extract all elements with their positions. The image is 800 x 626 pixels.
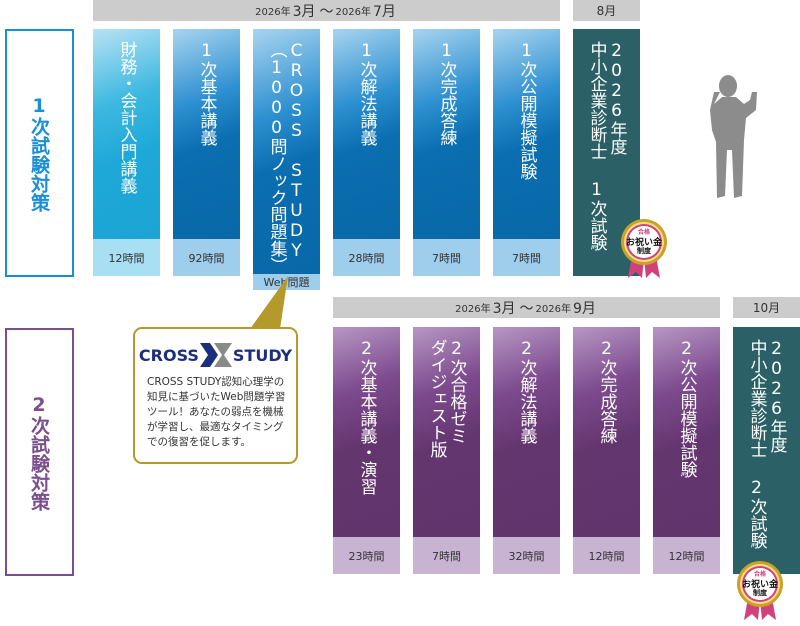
course-hours: 12時間 <box>653 537 720 574</box>
ribbon-badge-icon <box>737 561 783 620</box>
callout-pointer-icon <box>250 276 288 329</box>
course-second-seminar-digest[interactable]: 2次合格ゼミ ダイジェスト版 7時間 <box>413 327 480 574</box>
course-cross-study[interactable]: CROSS STUDY （1000問ノック問題集） Web問題 <box>253 29 320 290</box>
course-hours: 92時間 <box>173 239 240 276</box>
celebration-money-badge: 合格 お祝い金 制度 <box>620 218 668 280</box>
course-hours: 7時間 <box>413 537 480 574</box>
course-hours: 23時間 <box>333 537 400 574</box>
course-hours: 12時間 <box>573 537 640 574</box>
callout-description: CROSS STUDY認知心理学の知見に基づいたWeb問題学習ツール！あなたの弱… <box>147 376 286 448</box>
course-second-mock-exam[interactable]: 2次公開模擬試験 12時間 <box>653 327 720 574</box>
period-bar-second: 2026年 3月 〜 2026年 9月 <box>333 297 720 318</box>
exam-month-first: 8月 <box>573 0 640 21</box>
second-exam-box: 2026年度 中小企業診断士 2次試験 <box>733 327 800 574</box>
course-hours: 28時間 <box>333 239 400 276</box>
cross-study-callout: CROSS STUDY CROSS STUDY認知心理学の知見に基づいたWeb問… <box>133 327 298 464</box>
exam-month-second: 10月 <box>733 297 800 318</box>
course-second-completion[interactable]: 2次完成答練 12時間 <box>573 327 640 574</box>
cross-study-logo: CROSS STUDY <box>135 343 296 367</box>
course-first-basic[interactable]: 1次基本講義 92時間 <box>173 29 240 276</box>
course-hours: 32時間 <box>493 537 560 574</box>
course-finance-intro[interactable]: 財務・会計入門講義 12時間 <box>93 29 160 276</box>
period-bar-first: 2026年 3月 〜 2026年 7月 <box>93 0 560 21</box>
course-hours: 7時間 <box>493 239 560 276</box>
ribbon-badge-icon <box>621 219 667 278</box>
course-first-solution[interactable]: 1次解法講義 28時間 <box>333 29 400 276</box>
course-second-basic[interactable]: 2次基本講義・演習 23時間 <box>333 327 400 574</box>
person-silhouette-icon <box>710 75 757 198</box>
section-label-first-exam: 1次試験対策 <box>5 29 74 277</box>
course-first-completion[interactable]: 1次完成答練 7時間 <box>413 29 480 276</box>
section-label-second-exam: 2次試験対策 <box>5 328 74 576</box>
cross-x-icon <box>199 343 232 367</box>
course-hours: 7時間 <box>413 239 480 276</box>
course-hours: 12時間 <box>93 239 160 276</box>
course-second-solution[interactable]: 2次解法講義 32時間 <box>493 327 560 574</box>
course-first-mock-exam[interactable]: 1次公開模擬試験 7時間 <box>493 29 560 276</box>
celebration-money-badge: 合格 お祝い金 制度 <box>736 560 784 622</box>
